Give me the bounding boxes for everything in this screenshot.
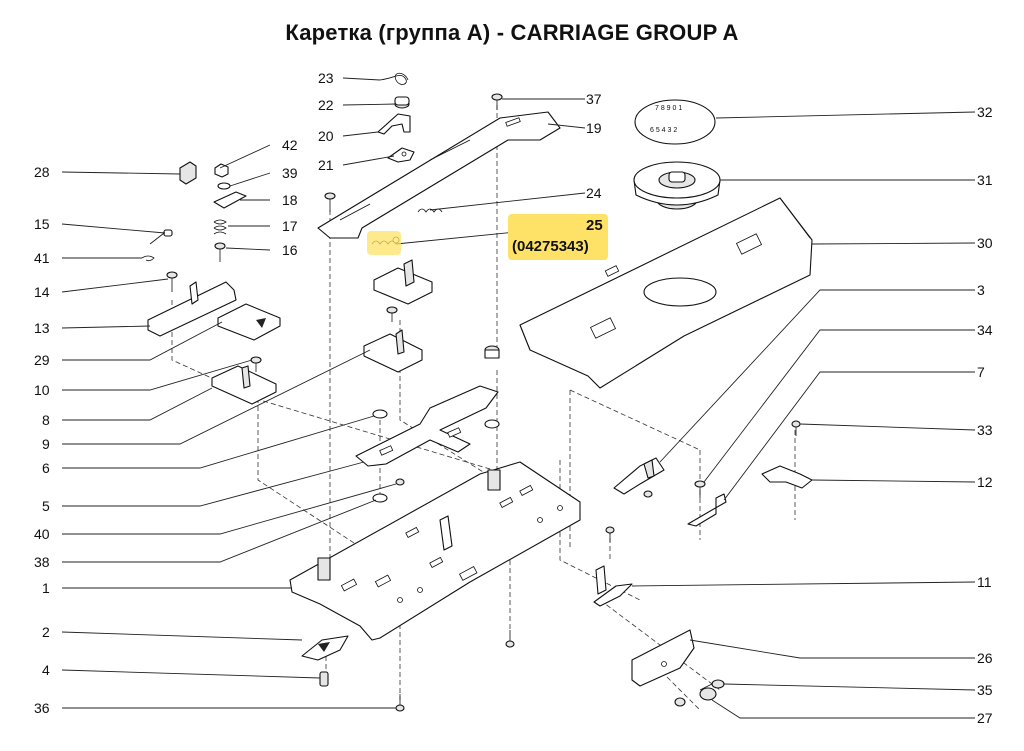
stud-upper: [484, 345, 500, 359]
part-42-nut: [214, 163, 229, 178]
part-22-knob: [394, 96, 410, 109]
part-31-knob: [633, 161, 721, 210]
part-11-screw: [605, 526, 615, 542]
callout-40: 40: [34, 526, 50, 542]
callout-5: 5: [42, 498, 50, 514]
diagram-title: Каретка (группа A) - CARRIAGE GROUP A: [285, 20, 739, 45]
callout-13: 13: [34, 320, 50, 336]
callout-17: 17: [282, 218, 298, 234]
part-32-dial: 7 8 9 0 1 6 5 4 3 2: [634, 99, 716, 145]
callout-12: 12: [977, 474, 993, 490]
part-37-screw: [491, 93, 503, 110]
callout-4: 4: [42, 662, 50, 678]
leader-lines: [61, 77, 976, 719]
callout-27: 27: [977, 710, 993, 726]
part-28-block: [179, 161, 197, 185]
part-1-base-plate: [289, 461, 581, 641]
callout-35: 35: [977, 682, 993, 698]
callout-15: 15: [34, 216, 50, 232]
callout-1: 1: [42, 580, 50, 596]
callout-14: 14: [34, 284, 50, 300]
callout-19: 19: [586, 120, 602, 136]
part-25-code: (04275343): [512, 238, 589, 255]
parts-artwork: 7 8 9 0 1 6 5 4 3 2: [141, 72, 813, 712]
middle-slider-screw: [386, 306, 398, 322]
callout-25: 25: [586, 217, 603, 234]
part-30-cover: [519, 197, 813, 389]
callout-42: 42: [282, 137, 298, 153]
part-41-clip: [141, 255, 155, 262]
part-4-stud: [319, 671, 329, 687]
part-33-screw: [791, 420, 801, 436]
part-16-pin: [214, 242, 226, 262]
svg-text:6 5 4 3 2: 6 5 4 3 2: [650, 127, 677, 134]
base-screw: [505, 630, 515, 648]
callout-9: 9: [42, 436, 50, 452]
part-13-bracket: [147, 281, 237, 337]
slider-block-upper: [373, 267, 433, 305]
part-26-cover: [631, 629, 695, 687]
callout-6: 6: [42, 460, 50, 476]
callout-32: 32: [977, 104, 993, 120]
part-19-screw: [324, 192, 336, 212]
callout-21: 21: [318, 157, 334, 173]
part-23-spring: [379, 72, 409, 85]
callout-7: 7: [977, 364, 985, 380]
callout-36: 36: [34, 700, 50, 716]
part-11-bracket: [593, 583, 633, 607]
callout-8: 8: [42, 412, 50, 428]
part-18-plate: [213, 191, 247, 209]
part-27-knob: [674, 687, 717, 707]
callout-28: 28: [34, 164, 50, 180]
callout-37: 37: [586, 91, 602, 107]
part-10-screw: [250, 356, 262, 372]
part-12-bracket: [761, 465, 813, 489]
callout-3: 3: [977, 282, 985, 298]
part-36-screw: [395, 694, 405, 712]
callout-31: 31: [977, 172, 993, 188]
part-38-washer: [372, 493, 388, 503]
part-3-lever: [613, 457, 665, 495]
part-20-bracket: [377, 113, 411, 135]
part-40-ring: [395, 478, 405, 486]
callout-26: 26: [977, 650, 993, 666]
callout-18: 18: [282, 192, 298, 208]
part-39-washer: [217, 182, 231, 190]
callout-11: 11: [977, 574, 992, 590]
callout-16: 16: [282, 242, 298, 258]
part-9-washer: [372, 409, 388, 419]
callout-34: 34: [977, 322, 993, 338]
part-17-spring: [213, 219, 227, 235]
callout-2: 2: [42, 624, 50, 640]
callout-22: 22: [318, 97, 334, 113]
part-34-screw: [694, 480, 706, 498]
callout-39: 39: [282, 165, 298, 181]
callout-38: 38: [34, 554, 50, 570]
callout-24: 24: [586, 185, 602, 201]
callout-30: 30: [977, 235, 993, 251]
callout-23: 23: [318, 70, 334, 86]
slider-block-middle: [363, 333, 423, 373]
part-14-post: [166, 271, 178, 292]
callout-33: 33: [977, 422, 993, 438]
part-7-bracket: [687, 493, 727, 527]
callout-29: 29: [34, 352, 50, 368]
callout-labels: 23 22 20 21 37 19 24 25 (04275343) 32 31…: [34, 70, 993, 726]
svg-text:7 8 9 0 1: 7 8 9 0 1: [655, 105, 682, 112]
part-25-highlight: [367, 214, 608, 260]
callout-20: 20: [318, 128, 334, 144]
part-29-slider: [217, 303, 281, 341]
part-21-clip: [387, 147, 415, 163]
callout-41: 41: [34, 250, 50, 266]
part-19-plate: [317, 111, 561, 239]
part-6-plate: [355, 385, 499, 467]
callout-10: 10: [34, 382, 50, 398]
